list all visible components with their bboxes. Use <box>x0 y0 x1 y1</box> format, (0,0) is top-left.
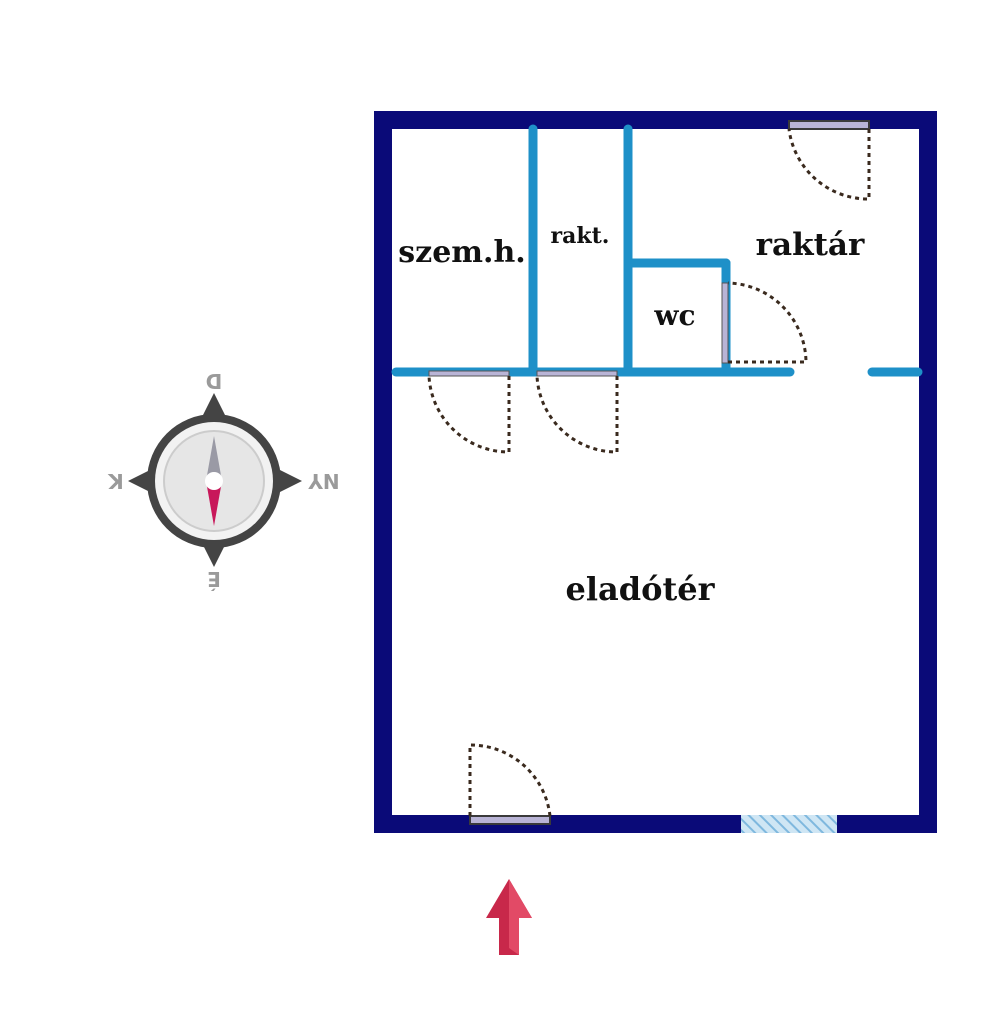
door-wc <box>721 281 808 364</box>
room-label-rakt: rakt. <box>551 223 610 249</box>
entrance-arrow-icon <box>486 879 532 955</box>
door-rakt <box>535 370 619 454</box>
door-szemh <box>427 370 511 454</box>
compass-icon: D É K NY <box>107 369 340 591</box>
compass-label-top: D <box>206 369 223 393</box>
room-label-szemh: szem.h. <box>398 235 525 270</box>
door-top-right <box>787 120 871 201</box>
room-label-eladoter: eladótér <box>566 570 716 608</box>
door-entrance <box>468 743 552 825</box>
outer-wall <box>374 111 937 833</box>
window <box>741 815 837 833</box>
compass-label-bottom: É <box>207 567 221 591</box>
room-label-wc: wc <box>653 299 695 332</box>
room-label-raktar: raktár <box>756 227 865 263</box>
compass-label-left: K <box>107 469 124 493</box>
compass-label-right: NY <box>308 469 340 493</box>
